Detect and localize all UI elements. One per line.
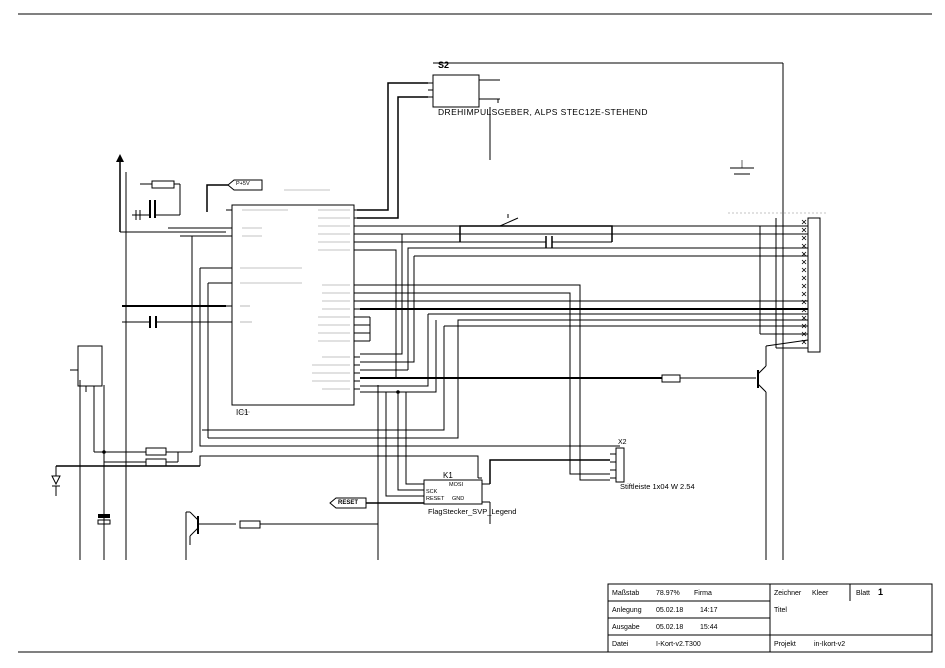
company-label: Firma	[694, 590, 712, 597]
title-label: Titel	[774, 607, 787, 614]
switch-ref: S2	[438, 60, 450, 70]
connector-pin-mark	[801, 275, 807, 281]
transistor-bottom	[189, 511, 236, 537]
led	[51, 475, 61, 487]
connector-pin-mark	[801, 283, 807, 289]
connector-pin-mark	[801, 259, 807, 265]
ic-ref: IC1	[236, 408, 249, 417]
reset-net-text: RESET	[338, 500, 359, 506]
drawn-value: Kleer	[812, 590, 829, 597]
sheet-value: 1	[878, 587, 884, 597]
connector-x2[interactable]	[615, 447, 625, 483]
printed-date: 05.02.18	[656, 624, 684, 631]
connector-description: Stiftleiste 1x04 W 2.54	[620, 482, 695, 491]
drawn-label: Zeichner	[774, 590, 802, 597]
created-date: 05.02.18	[656, 607, 684, 614]
header-pin-gnd: GND	[452, 496, 465, 502]
connector-pin-mark	[801, 227, 807, 233]
connector-pin-mark	[801, 315, 807, 321]
connector-pin-mark	[801, 307, 807, 313]
scale-value: 78.97%	[656, 590, 680, 597]
connector-pin-mark	[801, 299, 807, 305]
connector-pin-mark	[801, 235, 807, 241]
connector-pin-mark	[801, 219, 807, 225]
header-pin-mosi: MOSI	[449, 482, 464, 488]
connector-ref: X2	[618, 439, 627, 446]
printed-time: 15:44	[700, 624, 718, 631]
file-label: Datei	[612, 641, 629, 648]
sensor-module[interactable]	[77, 345, 103, 387]
connector-pin-mark	[801, 323, 807, 329]
connector-pin-mark	[801, 267, 807, 273]
sheet-label: Blatt	[856, 590, 871, 597]
scale-label: Maßstab	[612, 590, 640, 597]
connector-pin-mark	[801, 291, 807, 297]
project-value: in-Ikort-v2	[814, 641, 846, 648]
created-time: 14:17	[700, 607, 718, 614]
title-block	[607, 583, 933, 653]
microcontroller-ic1[interactable]	[231, 204, 355, 406]
top-net-text: P+5V	[236, 181, 250, 187]
header-ref: K1	[443, 471, 453, 480]
encoder-s2[interactable]	[428, 74, 500, 108]
header-k1[interactable]	[423, 479, 483, 505]
header-pin-sck: SCK	[426, 489, 438, 495]
transistor-right	[757, 365, 767, 393]
project-label: Projekt	[774, 641, 796, 648]
switch-description: DREHIMPULSGEBER, ALPS STEC12E-STEHEND	[438, 107, 648, 117]
printed-label: Ausgabe	[612, 624, 640, 631]
header-pin-reset: RESET	[426, 496, 445, 502]
connector-pin-mark	[801, 251, 807, 257]
connector-right[interactable]	[807, 217, 821, 353]
connector-pin-mark	[801, 243, 807, 249]
file-value: I-Kort-v2.T300	[656, 641, 701, 648]
created-label: Anlegung	[612, 607, 642, 614]
header-description: FlagStecker_SVP_Legend	[428, 507, 517, 516]
